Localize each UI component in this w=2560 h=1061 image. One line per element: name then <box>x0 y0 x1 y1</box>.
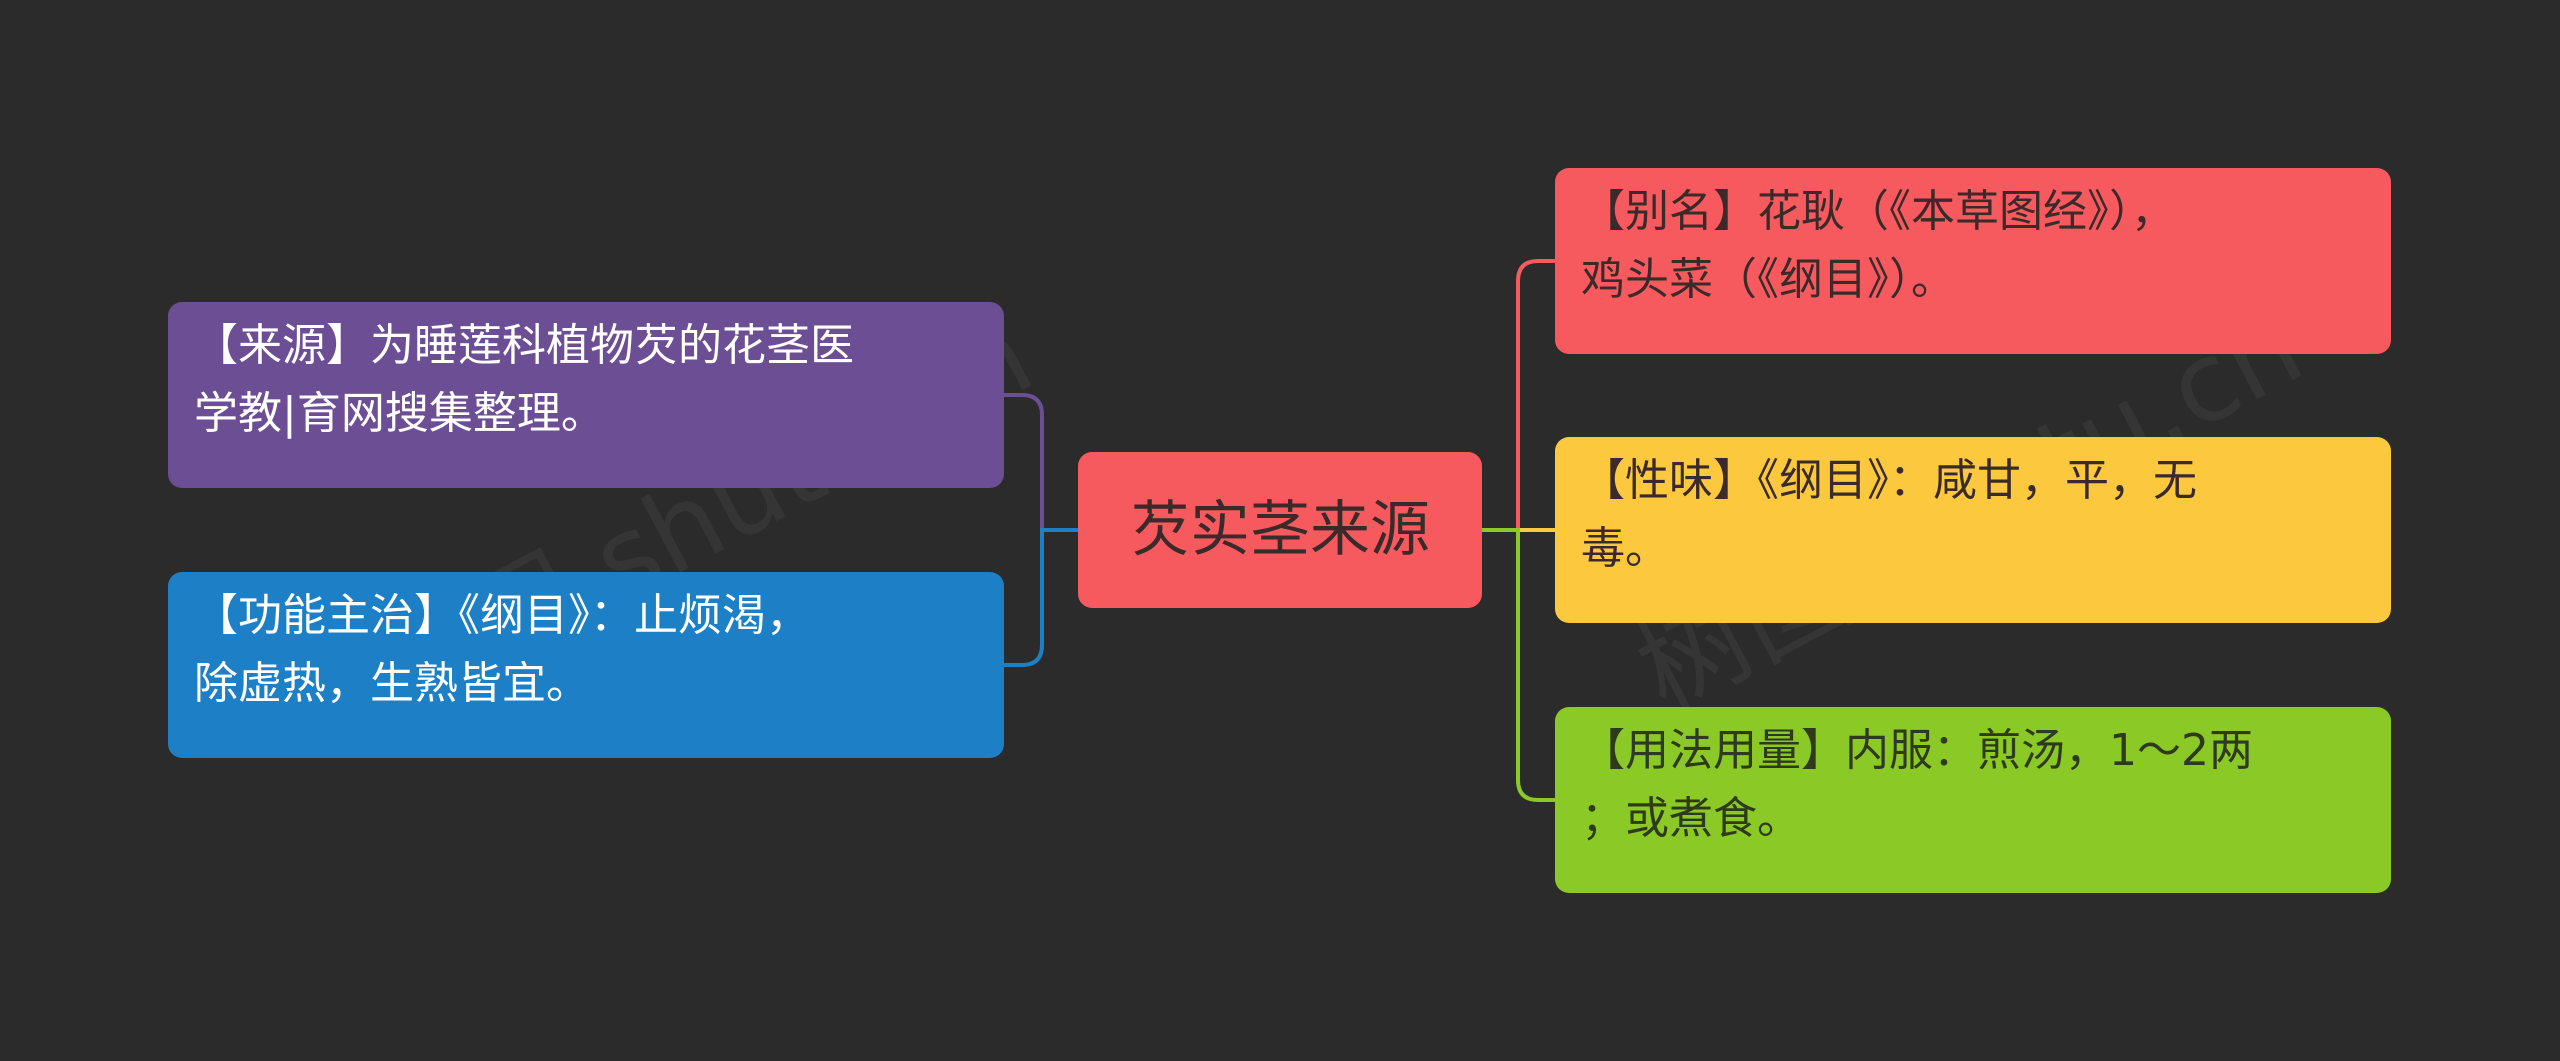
node-usage-line: 【用法用量】内服：煎汤，1～2两 <box>1581 725 2253 776</box>
node-alias-line: 鸡头菜（《纲目》）。 <box>1581 254 1955 305</box>
node-source-line: 学教|育网搜集整理。 <box>194 388 605 439</box>
node-function[interactable]: 【功能主治】《纲目》：止烦渴， 除虚热，生熟皆宜。 <box>168 572 1004 758</box>
node-alias[interactable]: 【别名】花耿（《本草图经》）， 鸡头菜（《纲目》）。 <box>1555 168 2391 354</box>
node-function-line: 【功能主治】《纲目》：止烦渴， <box>194 590 810 641</box>
connector-source <box>1004 393 1078 532</box>
node-usage-line: ；或煮食。 <box>1581 793 1801 844</box>
node-taste-line: 【性味】《纲目》：咸甘，平，无 <box>1581 455 2197 506</box>
connector-alias <box>1482 259 1555 532</box>
center-node-label: 芡实茎来源 <box>1130 495 1430 565</box>
connector-function <box>1004 528 1078 667</box>
node-usage[interactable]: 【用法用量】内服：煎汤，1～2两 ；或煮食。 <box>1555 707 2391 893</box>
node-source[interactable]: 【来源】为睡莲科植物芡的花茎医 学教|育网搜集整理。 <box>168 302 1004 488</box>
node-taste-line: 毒。 <box>1581 523 1669 574</box>
node-taste[interactable]: 【性味】《纲目》：咸甘，平，无 毒。 <box>1555 437 2391 623</box>
center-node[interactable]: 芡实茎来源 <box>1078 452 1482 608</box>
node-alias-line: 【别名】花耿（《本草图经》）， <box>1581 186 2175 237</box>
node-source-line: 【来源】为睡莲科植物芡的花茎医 <box>194 320 854 371</box>
connector-usage <box>1482 528 1555 802</box>
node-function-line: 除虚热，生熟皆宜。 <box>194 658 590 709</box>
